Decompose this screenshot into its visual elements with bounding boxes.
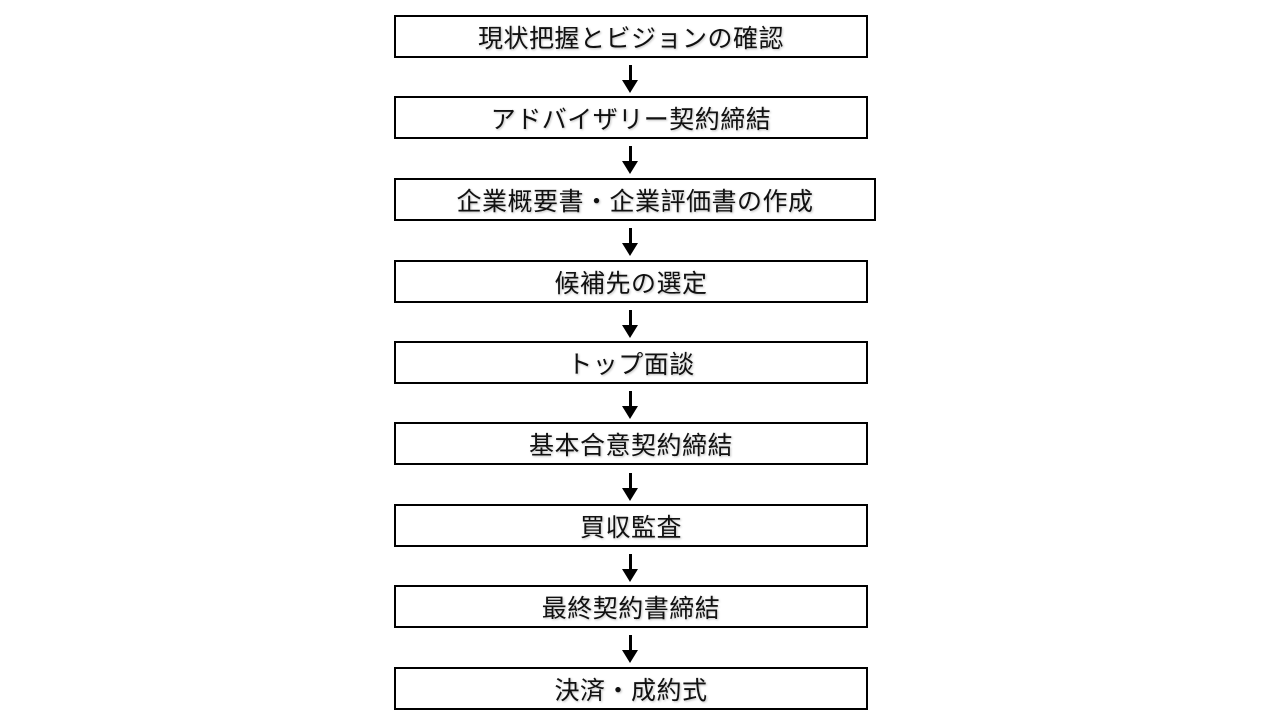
step-label: 基本合意契約締結 [528, 430, 733, 460]
step-label: 候補先の選定 [554, 268, 708, 298]
step-label: 企業概要書・企業評価書の作成 [456, 186, 814, 216]
flow-step-6: 基本合意契約締結 [394, 422, 868, 465]
down-arrow-icon [622, 146, 638, 174]
flow-step-9: 決済・成約式 [394, 667, 868, 710]
step-label: 現状把握とビジョンの確認 [477, 23, 784, 53]
flow-step-7: 買収監査 [394, 504, 868, 547]
flow-step-3: 企業概要書・企業評価書の作成 [394, 178, 876, 221]
down-arrow-icon [622, 473, 638, 501]
step-label: アドバイザリー契約締結 [490, 104, 772, 134]
step-label: 決済・成約式 [554, 675, 708, 705]
flow-step-1: 現状把握とビジョンの確認 [394, 15, 868, 58]
down-arrow-icon [622, 635, 638, 663]
down-arrow-icon [622, 391, 638, 419]
step-label: 最終契約書締結 [541, 593, 721, 623]
flow-step-5: トップ面談 [394, 341, 868, 384]
down-arrow-icon [622, 228, 638, 256]
down-arrow-icon [622, 554, 638, 582]
flow-step-8: 最終契約書締結 [394, 585, 868, 628]
down-arrow-icon [622, 310, 638, 338]
step-label: トップ面談 [567, 349, 695, 379]
step-label: 買収監査 [579, 512, 682, 542]
flow-step-2: アドバイザリー契約締結 [394, 96, 868, 139]
down-arrow-icon [622, 65, 638, 93]
flow-step-4: 候補先の選定 [394, 260, 868, 303]
